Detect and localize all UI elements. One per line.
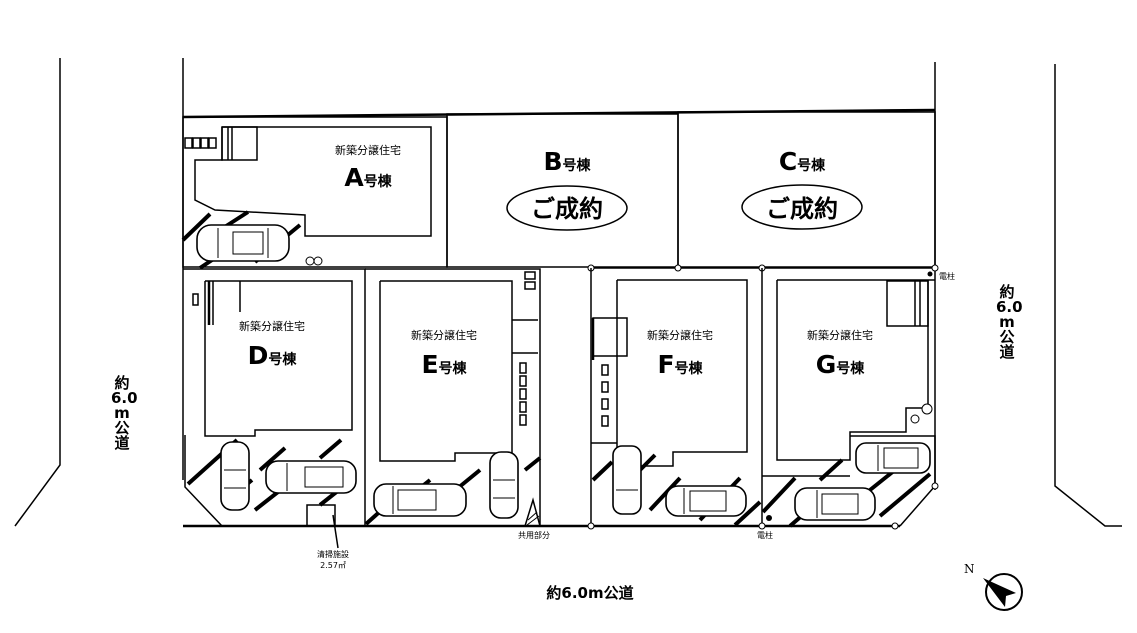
- car-icon: [196, 224, 290, 262]
- lot-A: [181, 116, 448, 270]
- lot-C-title: C号棟: [779, 147, 826, 176]
- lot-E-title: E号棟: [421, 350, 467, 379]
- lot-E-caption: 新築分譲住宅: [411, 328, 477, 342]
- lot-F-title: F号棟: [657, 350, 703, 379]
- lot-C: [677, 111, 936, 268]
- lot-A-caption: 新築分譲住宅: [335, 143, 401, 157]
- lot-G-caption: 新築分譲住宅: [807, 328, 873, 342]
- car-icon: [665, 485, 747, 517]
- lot-D-title: D号棟: [248, 341, 298, 370]
- west-road-char: 約: [114, 374, 130, 392]
- west-road-label: 約 6.0 m 公 道: [111, 374, 138, 452]
- east-road-char: m: [999, 313, 1015, 331]
- compass-label: N: [964, 562, 975, 576]
- annotations: 清掃施設 2.57㎡ 共用部分 電柱 電柱: [317, 271, 955, 570]
- site-outline: [182, 58, 936, 528]
- sold-ellipse-C: [741, 184, 863, 230]
- west-road-char: m: [114, 404, 130, 422]
- lot-G: [758, 279, 939, 530]
- lot-B-status: ご成約: [531, 195, 603, 223]
- east-road-label: 約 6.0 m 公 道: [996, 283, 1023, 361]
- lot-D-caption: 新築分譲住宅: [239, 319, 305, 333]
- west-road-edge: [14, 58, 61, 527]
- east-road-edge: [1054, 64, 1122, 527]
- south-road-label: 約6.0m公道: [546, 584, 633, 602]
- lot-F: [587, 268, 763, 530]
- car-icon: [489, 451, 519, 519]
- lot-G-title: G号棟: [816, 350, 866, 379]
- lot-B-title: B号棟: [543, 147, 591, 176]
- meter-boxes: [184, 137, 217, 149]
- garbage-area: 2.57㎡: [320, 561, 346, 570]
- car-icon: [612, 445, 642, 515]
- east-road-char: 6.0: [996, 298, 1023, 316]
- west-road-char: 公: [114, 419, 130, 437]
- north-arrow-icon: N: [964, 562, 1023, 611]
- west-road-char: 道: [114, 434, 130, 452]
- car-icon: [794, 487, 876, 521]
- lot-B: [446, 113, 679, 268]
- car-icon: [220, 441, 250, 511]
- utility-pole-south-label: 電柱: [757, 530, 773, 540]
- lot-labels: 新築分譲住宅 A号棟 B号棟 ご成約 C号棟 ご成約 新築分譲住宅 D号棟 新築…: [239, 143, 873, 379]
- lot-E: [364, 268, 542, 527]
- lot-F-caption: 新築分譲住宅: [647, 328, 713, 342]
- east-road-char: 約: [999, 283, 1015, 301]
- east-road-char: 公: [999, 328, 1015, 346]
- car-icon: [265, 460, 357, 494]
- garbage-station: [306, 504, 336, 527]
- garbage-leader-line: [332, 514, 339, 549]
- road-boundaries: [14, 58, 1122, 527]
- car-icon: [373, 483, 467, 517]
- meter-boxes: [601, 364, 609, 427]
- utility-pole-east-label: 電柱: [939, 271, 955, 281]
- garbage-label: 清掃施設: [317, 549, 349, 559]
- lot-D: [183, 268, 366, 527]
- lot-C-status: ご成約: [766, 195, 838, 223]
- sold-ellipse-B: [506, 185, 628, 231]
- car-icon: [855, 442, 931, 474]
- meter-boxes: [519, 362, 527, 426]
- shared-area-label: 共用部分: [518, 530, 550, 540]
- shared-area-hatch: [523, 497, 541, 527]
- west-road-char: 6.0: [111, 389, 138, 407]
- lot-A-title: A号棟: [344, 163, 392, 192]
- east-road-char: 道: [999, 343, 1015, 361]
